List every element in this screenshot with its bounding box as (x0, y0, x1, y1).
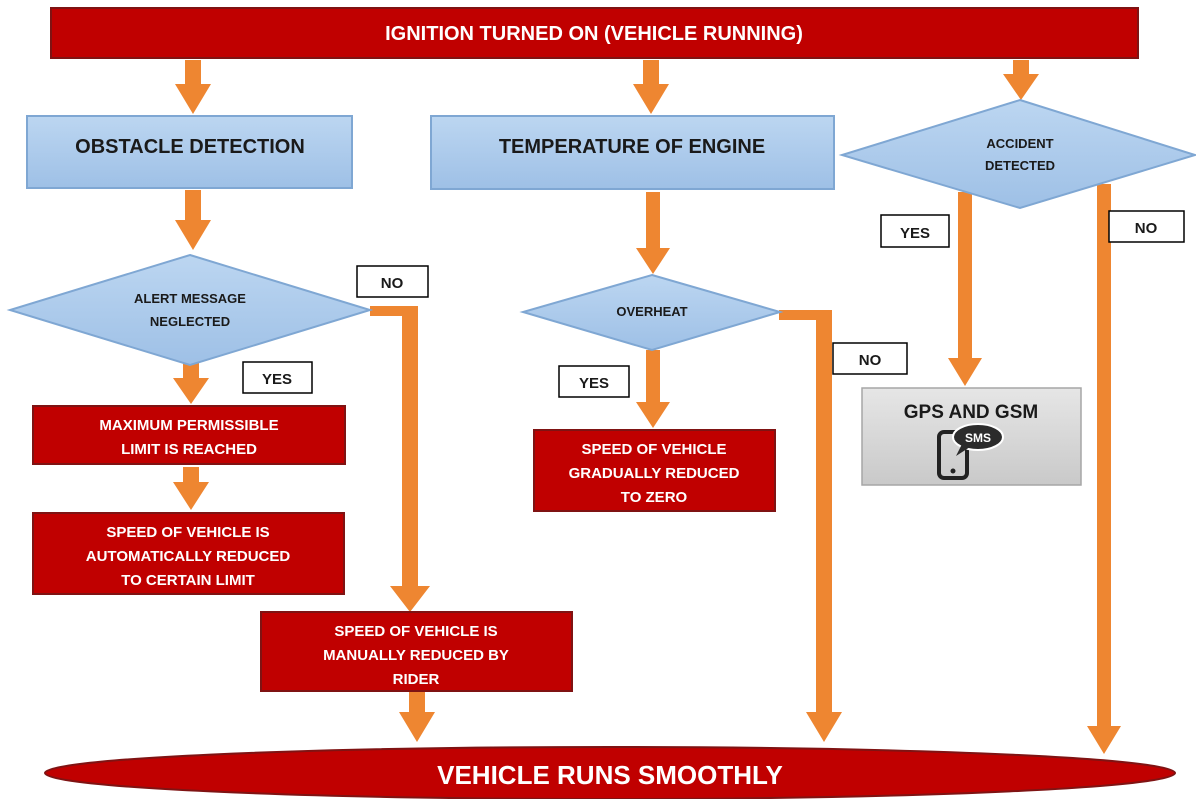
arrow-obstacle-to-alert (175, 190, 211, 250)
gradual-reduce-line1: SPEED OF VEHICLE (581, 441, 726, 458)
alert-no-label: NO (356, 265, 429, 298)
arrow-manual-reduce-to-end (399, 692, 435, 742)
max-limit-node: MAXIMUM PERMISSIBLE LIMIT IS REACHED (32, 405, 346, 465)
auto-reduce-line2: AUTOMATICALLY REDUCED (86, 548, 291, 565)
manual-reduce-node: SPEED OF VEHICLE IS MANUALLY REDUCED BY … (260, 611, 573, 692)
arrow-max-limit-to-auto-reduce (173, 467, 209, 510)
arrow-alert-to-max-limit (173, 360, 209, 404)
arrow-overheat-no-to-end (779, 310, 842, 742)
overheat-yes-text: YES (579, 375, 609, 392)
overheat-yes-label: YES (558, 365, 630, 398)
accident-no-label: NO (1108, 210, 1185, 243)
alert-neglected-decision: ALERT MESSAGE NEGLECTED (6, 253, 374, 367)
gps-gsm-label: GPS AND GSM (904, 402, 1038, 423)
gradual-reduce-line3: TO ZERO (621, 489, 688, 506)
arrow-start-to-temperature (633, 60, 669, 114)
start-node: IGNITION TURNED ON (VEHICLE RUNNING) (50, 7, 1139, 59)
overheat-decision: OVERHEAT (519, 273, 784, 352)
gradual-reduce-line2: GRADUALLY REDUCED (569, 465, 740, 482)
max-limit-line2: LIMIT IS REACHED (121, 441, 257, 458)
auto-reduce-line1: SPEED OF VEHICLE IS (106, 524, 269, 541)
manual-reduce-line3: RIDER (393, 671, 440, 688)
arrow-alert-no-to-manual-reduce (370, 306, 430, 612)
manual-reduce-line1: SPEED OF VEHICLE IS (334, 623, 497, 640)
accident-detected-decision: ACCIDENT DETECTED (838, 98, 1196, 210)
temperature-label: TEMPERATURE OF ENGINE (499, 136, 765, 158)
auto-reduce-node: SPEED OF VEHICLE IS AUTOMATICALLY REDUCE… (32, 512, 345, 595)
auto-reduce-line3: TO CERTAIN LIMIT (121, 572, 255, 589)
alert-label-line1: ALERT MESSAGE (134, 291, 246, 306)
arrow-accident-no-to-end (1087, 184, 1121, 754)
arrow-start-to-accident (1003, 60, 1039, 100)
arrow-temperature-to-overheat (636, 192, 670, 274)
accident-no-text: NO (1135, 220, 1158, 237)
manual-reduce-line2: MANUALLY REDUCED BY (323, 647, 509, 664)
accident-yes-text: YES (900, 225, 930, 242)
arrow-overheat-to-gradual-reduce (636, 350, 670, 428)
overheat-no-text: NO (859, 352, 882, 369)
obstacle-detection-label: OBSTACLE DETECTION (75, 136, 305, 158)
alert-label-line2: NEGLECTED (150, 314, 230, 329)
overheat-label: OVERHEAT (616, 304, 687, 319)
alert-yes-label: YES (242, 361, 313, 394)
alert-yes-text: YES (262, 371, 292, 388)
start-node-label: IGNITION TURNED ON (VEHICLE RUNNING) (385, 23, 803, 45)
accident-label-line1: ACCIDENT (986, 136, 1053, 151)
max-limit-line1: MAXIMUM PERMISSIBLE (99, 417, 278, 434)
end-node-label: VEHICLE RUNS SMOOTHLY (437, 760, 783, 790)
arrow-start-to-obstacle (175, 60, 211, 114)
alert-no-text: NO (381, 275, 404, 292)
obstacle-detection-node: OBSTACLE DETECTION (26, 115, 353, 189)
temperature-node: TEMPERATURE OF ENGINE (430, 115, 835, 190)
overheat-no-label: NO (832, 342, 908, 375)
gradual-reduce-node: SPEED OF VEHICLE GRADUALLY REDUCED TO ZE… (533, 429, 776, 512)
sms-icon-text: SMS (965, 431, 991, 445)
arrow-accident-yes-to-gps (948, 192, 982, 386)
end-node: VEHICLE RUNS SMOOTHLY (44, 746, 1176, 799)
sms-phone-icon: SMS (937, 423, 1004, 480)
gps-gsm-node: GPS AND GSM SMS (861, 387, 1082, 486)
accident-yes-label: YES (880, 214, 950, 248)
accident-label-line2: DETECTED (985, 158, 1055, 173)
